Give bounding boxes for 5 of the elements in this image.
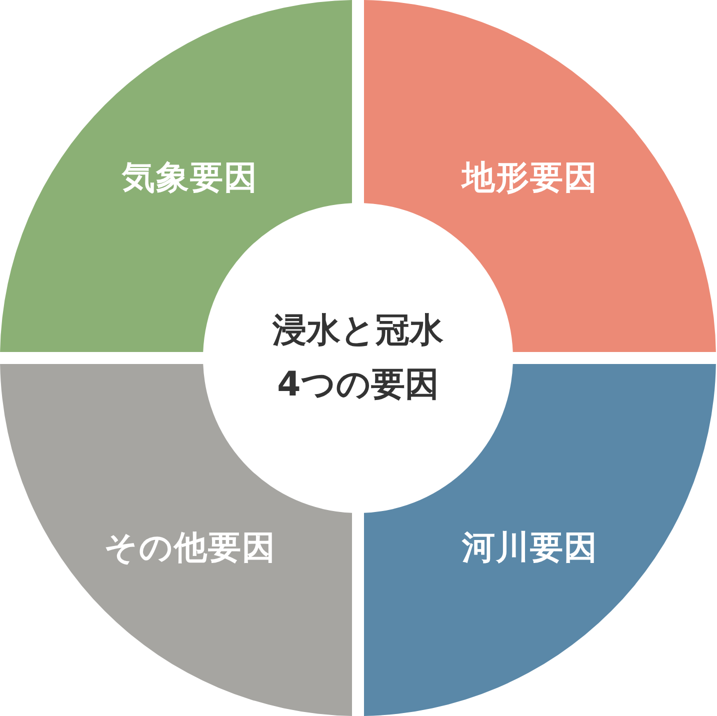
- segment-label: 気象要因: [122, 156, 258, 198]
- center-title: 浸水と冠水4つの要因: [271, 310, 444, 407]
- segment-label: 河川要因: [462, 526, 598, 568]
- segment-label: 地形要因: [462, 156, 598, 198]
- segment-label: その他要因: [104, 526, 276, 568]
